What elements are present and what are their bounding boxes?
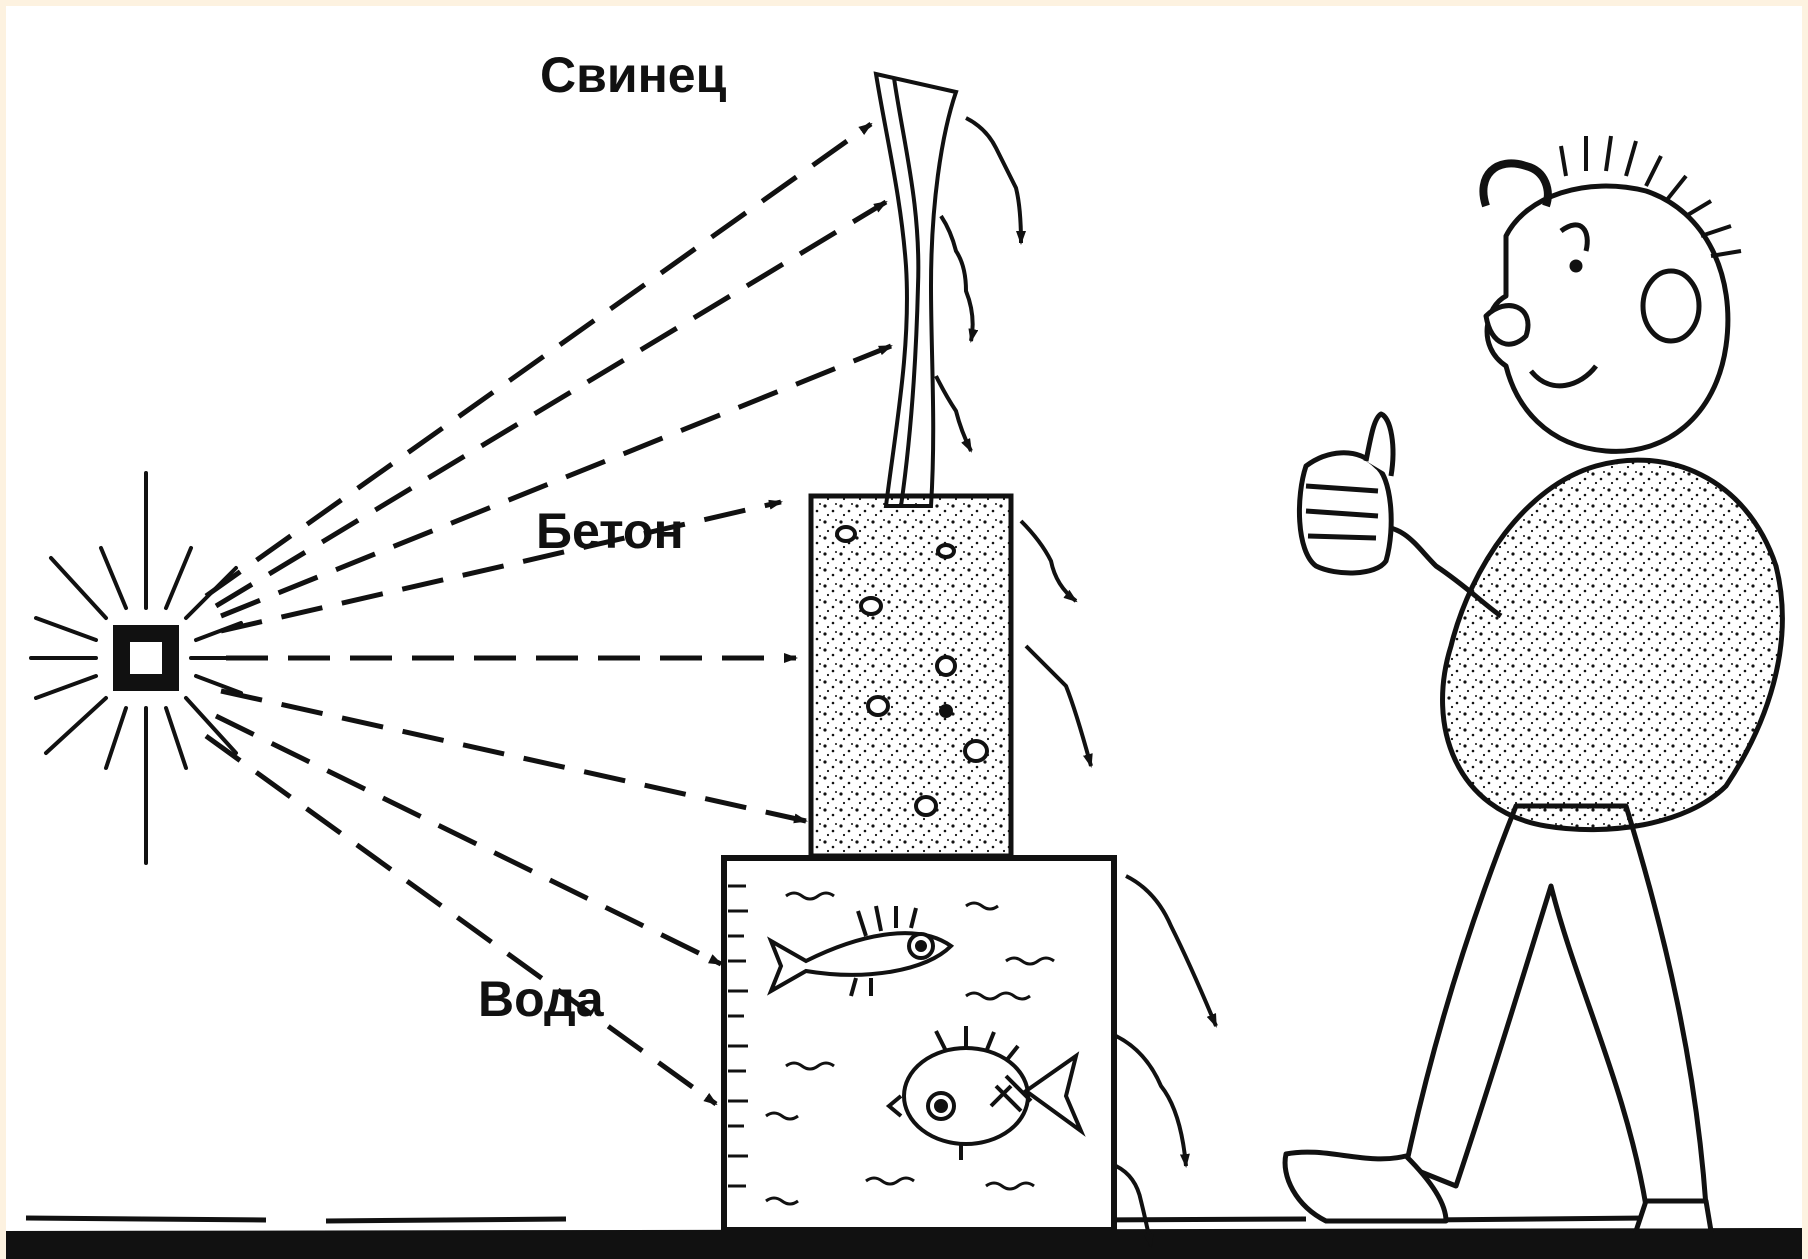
man-thumbs-up-icon <box>1285 136 1782 1231</box>
water-label: Вода <box>478 974 604 1024</box>
ray-water-2 <box>206 736 716 1104</box>
ray-concrete-3 <box>221 691 806 821</box>
lead-label: Свинец <box>540 50 726 100</box>
drawing-svg <box>6 6 1802 1259</box>
concrete-label: Бетон <box>536 506 684 556</box>
concrete-block <box>811 496 1011 856</box>
lead-plate <box>876 74 956 506</box>
radiation-source-icon <box>31 473 241 863</box>
ray-lead-3 <box>221 346 891 616</box>
ray-concrete-1 <box>221 502 781 631</box>
radiation-shielding-drawing: Свинец Бетон Вода <box>6 6 1802 1259</box>
water-tank <box>724 858 1114 1230</box>
